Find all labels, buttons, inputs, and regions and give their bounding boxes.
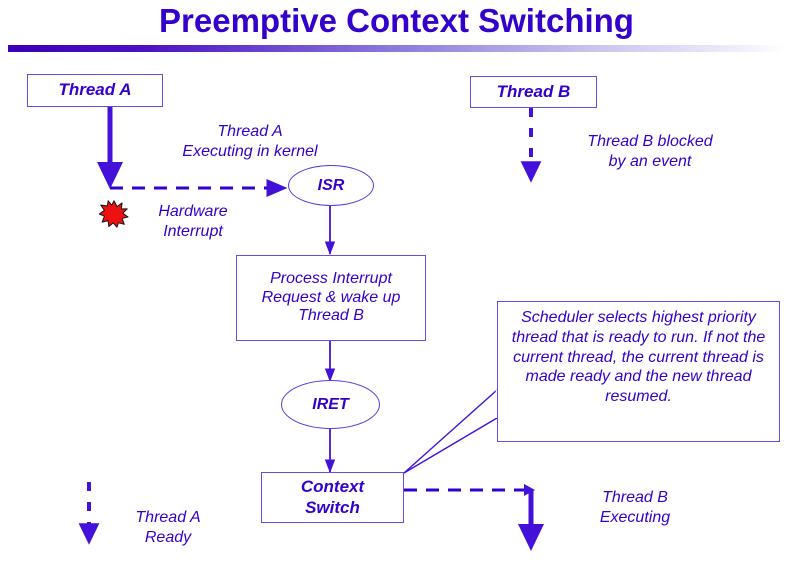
context-switch-box[interactable]: Context Switch bbox=[261, 472, 404, 523]
thread-b-executing-label: Thread B Executing bbox=[599, 489, 671, 526]
thread-a-ready-label: Thread A Ready bbox=[135, 509, 201, 546]
iret-label: IRET bbox=[312, 395, 349, 413]
thread-a-box-label: Thread A bbox=[58, 80, 132, 100]
callout-pointer bbox=[403, 389, 499, 474]
process-interrupt-label: Process Interrupt Request & wake up Thre… bbox=[261, 269, 401, 325]
thread-b-blocked-label: Thread B blocked by an event bbox=[587, 133, 713, 170]
thread-b-box[interactable]: Thread B bbox=[470, 76, 597, 108]
process-interrupt-box[interactable]: Process Interrupt Request & wake up Thre… bbox=[236, 255, 426, 341]
iret-node[interactable]: IRET bbox=[281, 380, 380, 429]
starburst-icon bbox=[98, 200, 129, 228]
isr-node[interactable]: ISR bbox=[288, 165, 374, 206]
scheduler-callout-text: Scheduler selects highest priority threa… bbox=[511, 309, 766, 406]
scheduler-callout: Scheduler selects highest priority threa… bbox=[497, 301, 780, 442]
context-switch-label: Context Switch bbox=[300, 477, 365, 517]
thread-b-box-label: Thread B bbox=[496, 81, 571, 101]
title-divider bbox=[8, 45, 785, 52]
context-switch-to-thread-b-dashed-arrow bbox=[404, 484, 535, 496]
hardware-interrupt-label: Hardware Interrupt bbox=[158, 203, 228, 240]
thread-a-executing-label: Thread A Executing in kernel bbox=[182, 123, 318, 160]
isr-label: ISR bbox=[317, 176, 345, 194]
thread-a-box[interactable]: Thread A bbox=[27, 74, 163, 107]
page-title: Preemptive Context Switching bbox=[159, 2, 634, 39]
